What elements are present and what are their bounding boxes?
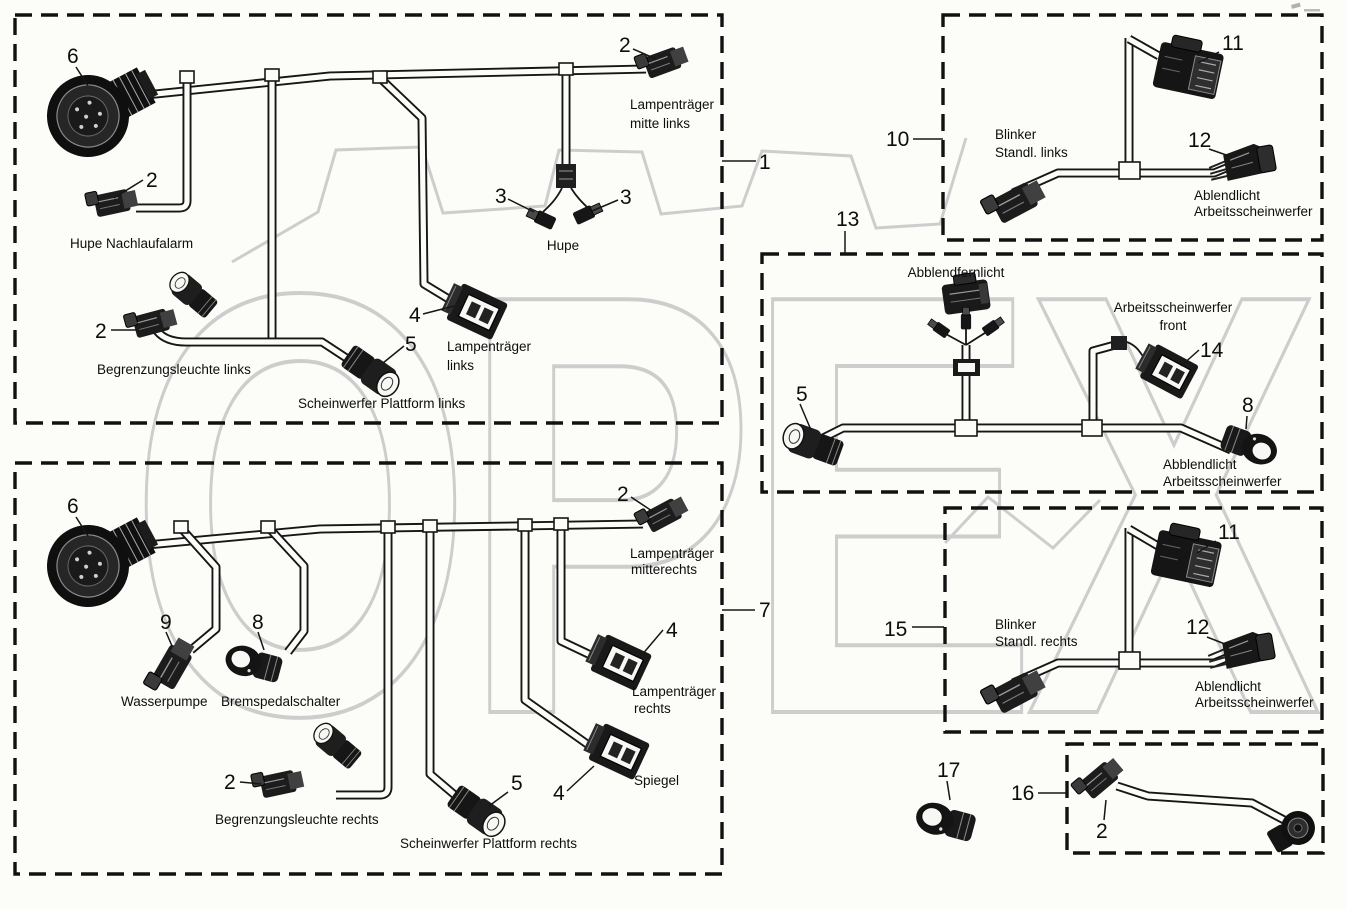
label-blinker-links-2: Standl. links: [995, 145, 1068, 160]
callout-11-links: 11: [1222, 32, 1244, 55]
box-harness-front: [760, 252, 1324, 494]
label-lampentraeger-rechts-1: Lampenträger: [632, 684, 717, 699]
label-spiegel: Spiegel: [634, 773, 679, 788]
watermark-zigzag-right: [943, 494, 1102, 551]
callout-3-right: 3: [620, 186, 632, 209]
callout-8-bremspedal: 8: [252, 611, 264, 634]
label-begrenzungsleuchte-rechts: Begrenzungsleuchte rechts: [215, 812, 379, 827]
label-lampentraeger-rechts-2: rechts: [634, 701, 671, 716]
opex-watermark: OPEX: [126, 137, 1339, 841]
front-spade-mid: [960, 306, 972, 330]
box-blinker-rechts: [943, 506, 1324, 734]
watermark-zigzag-top: [231, 137, 968, 264]
label-ablendlicht-links-2: Arbeitsscheinwerfer: [1194, 204, 1313, 219]
corner-artifact: [1291, 2, 1320, 12]
callout-5-front: 5: [796, 383, 808, 406]
callout-3-left: 3: [495, 185, 507, 208]
label-abblendlicht-front-2: Arbeitsscheinwerfer: [1163, 474, 1282, 489]
label-begrenzungsleuchte-links: Begrenzungsleuchte links: [97, 362, 251, 377]
label-ablendlicht-rechts-2: Arbeitsscheinwerfer: [1195, 695, 1314, 710]
lampentraeger-mitte-links-connector: [633, 39, 691, 83]
callout-6-bottom: 6: [67, 495, 79, 518]
label-ablendlicht-links-1: Ablendlicht: [1194, 188, 1260, 203]
label-lampentraeger-mitte-links-1: Lampenträger: [630, 97, 715, 112]
label-ablendlicht-rechts-1: Ablendlicht: [1195, 679, 1261, 694]
callout-2-mitte-links: 2: [619, 34, 631, 57]
box-blinker-links: [941, 13, 1324, 242]
callout-7: 7: [759, 599, 771, 622]
label-hupe-nachlaufalarm: Hupe Nachlaufalarm: [70, 236, 193, 251]
labels-blinker-rechts: 15 11 12 Blinker Standl. rechts Ablendli…: [884, 521, 1314, 710]
callout-15: 15: [884, 618, 907, 641]
callout-12-links: 12: [1188, 129, 1211, 152]
callout-11-rechts: 11: [1218, 521, 1240, 544]
labels-harness-top-left: 6 2 Hupe Nachlaufalarm 2 Begrenzungsleuc…: [67, 34, 771, 411]
leader-lines: [75, 48, 1248, 821]
label-abblendfernlicht: Abblendfernlicht: [908, 265, 1005, 280]
callout-5-plattform-links: 5: [405, 333, 417, 356]
label-abblendlicht-front-1: Abblendlicht: [1163, 457, 1237, 472]
label-lampentraeger-mitterechts-1: Lampenträger: [630, 546, 715, 561]
callout-16: 16: [1011, 782, 1034, 805]
callout-14: 14: [1200, 339, 1224, 362]
label-arbeitsscheinwerfer-front-2: front: [1159, 318, 1186, 333]
labels-adapter: 16 17 2: [937, 759, 1108, 843]
label-scheinwerfer-plattform-links: Scheinwerfer Plattform links: [298, 396, 466, 411]
round-connector-6-top: [34, 51, 173, 170]
label-arbeitsscheinwerfer-front-1: Arbeitsscheinwerfer: [1114, 300, 1233, 315]
label-blinker-links-1: Blinker: [995, 127, 1037, 142]
label-lampentraeger-links-1: Lampenträger: [447, 339, 532, 354]
callout-8-front: 8: [1242, 394, 1254, 417]
callout-2-adapter: 2: [1096, 820, 1108, 843]
callout-17: 17: [937, 759, 960, 782]
label-blinker-rechts-1: Blinker: [995, 617, 1037, 632]
label-lampentraeger-links-2: links: [447, 358, 474, 373]
callout-4-lampentraeger-links: 4: [409, 304, 421, 327]
label-bremspedalschalter: Bremspedalschalter: [221, 694, 341, 709]
label-wasserpumpe: Wasserpumpe: [121, 694, 208, 709]
labels-harness-front: 13 Abblendfernlicht 5 Arbeitsscheinwerfe…: [796, 208, 1282, 489]
labels-blinker-links: 10 11 12 Blinker Standl. links Ablendlic…: [886, 32, 1313, 219]
callout-12-rechts: 12: [1186, 616, 1209, 639]
callout-6: 6: [67, 45, 79, 68]
callout-1: 1: [759, 151, 771, 174]
box-harness-bottom-left: [13, 461, 724, 876]
callout-2-hupe-nachlauf: 2: [146, 169, 158, 192]
watermark-text: OPEX: [128, 169, 1324, 840]
callout-13: 13: [836, 208, 859, 231]
callout-2-begrenzung-links: 2: [95, 320, 107, 343]
blinker-links-connector-11: [1151, 32, 1227, 101]
callout-4-lampentraeger-rechts: 4: [666, 619, 678, 642]
label-lampentraeger-mitterechts-2: mitterechts: [631, 562, 697, 577]
labels-harness-bottom-left: 6 9 Wasserpumpe 8 Bremspedalschalter 2 B…: [67, 483, 771, 851]
box-harness-top-left: [13, 13, 724, 425]
label-hupe: Hupe: [547, 238, 579, 253]
callout-5-plattform-rechts: 5: [511, 772, 523, 795]
label-blinker-rechts-2: Standl. rechts: [995, 634, 1078, 649]
label-scheinwerfer-plattform-rechts: Scheinwerfer Plattform rechts: [400, 836, 577, 851]
callout-2-mitterechts: 2: [617, 483, 629, 506]
callout-2-begrenzung-rechts: 2: [224, 771, 236, 794]
callout-9: 9: [160, 611, 172, 634]
label-lampentraeger-mitte-links-2: mitte links: [630, 116, 690, 131]
callout-4-spiegel: 4: [553, 782, 565, 805]
callout-10: 10: [886, 128, 909, 151]
junction-fittings: [173, 62, 1141, 670]
